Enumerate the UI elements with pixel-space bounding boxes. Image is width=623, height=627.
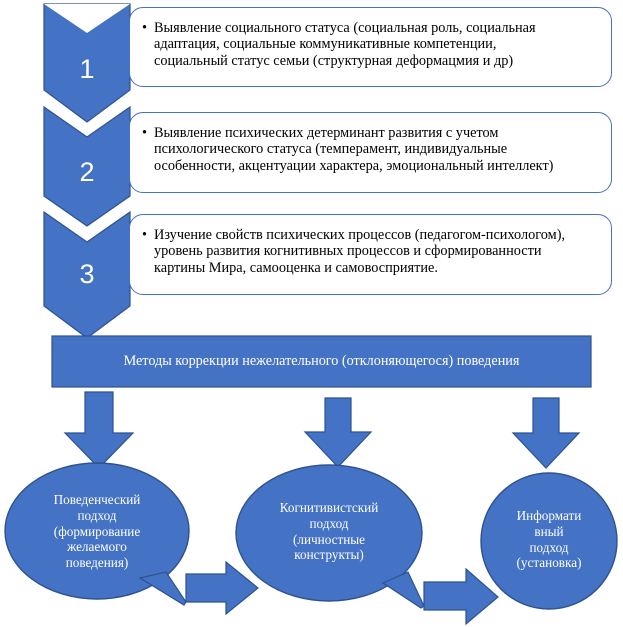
cognitive-approach-text: Когнитивистский подход (личностные конст… bbox=[254, 500, 404, 563]
cognitive-line-4: конструкты) bbox=[294, 547, 364, 563]
step-1-box: • Выявление социального статуса (социаль… bbox=[129, 7, 612, 87]
step-2-number: 2 bbox=[79, 157, 95, 187]
step-1-line-2: адаптация, социальные коммуникативные ко… bbox=[154, 36, 497, 53]
step-2-line-1: Выявление психических детерминант развит… bbox=[154, 125, 499, 141]
step-3-bullet: • bbox=[142, 227, 148, 243]
informative-line-4: (установка) bbox=[516, 555, 582, 571]
step-3-line-3: картины Мира, самооценка и самовосприяти… bbox=[154, 259, 438, 276]
step-3-line-2: уровень развития когнитивных процессов и… bbox=[154, 243, 542, 260]
behavioral-line-2: подход bbox=[77, 507, 117, 523]
right-arrow-2 bbox=[423, 567, 499, 626]
down-arrow-middle bbox=[303, 397, 373, 468]
informative-line-1: Информати bbox=[516, 508, 582, 523]
step-3-number: 3 bbox=[79, 259, 95, 289]
cognitive-line-3: (личностные bbox=[292, 531, 366, 547]
informative-line-3: подход bbox=[529, 539, 569, 555]
step-3-box: • Изучение свойств психических процессов… bbox=[129, 214, 612, 295]
step-3-chevron bbox=[43, 210, 131, 339]
step-1-number: 1 bbox=[79, 54, 95, 84]
down-arrow-right bbox=[511, 397, 581, 469]
behavioral-line-1: Поведенческий bbox=[53, 492, 141, 507]
behavioral-line-3: (формирование bbox=[53, 523, 141, 539]
step-2-line-2: психологического статуса (темперамент, и… bbox=[154, 141, 508, 158]
cognitive-callout-oval bbox=[235, 464, 423, 602]
step-2-bullet: • bbox=[142, 125, 148, 141]
step-3-text: • Изучение свойств психических процессов… bbox=[142, 227, 603, 276]
informative-line-2: вный bbox=[534, 523, 564, 539]
step-1-line-3: социальный статус семьи (структурная деф… bbox=[154, 52, 514, 69]
step-2-text: • Выявление психических детерминант разв… bbox=[142, 125, 603, 174]
step-2-chevron bbox=[43, 105, 131, 227]
down-arrow-left bbox=[63, 391, 135, 469]
step-1-line-1: Выявление социального статуса (социальна… bbox=[154, 20, 536, 36]
step-1-text: • Выявление социального статуса (социаль… bbox=[142, 20, 603, 69]
step-2-line-3: особенности, акцентуации характера, эмоц… bbox=[154, 157, 554, 174]
cognitive-line-1: Когнитивистский bbox=[279, 500, 379, 515]
step-1-chevron-notch bbox=[44, 4, 130, 33]
informative-approach-text: Информати вный подход (установка) bbox=[494, 508, 604, 571]
methods-title: Методы коррекции нежелательного (отклоня… bbox=[123, 353, 520, 369]
methods-bar bbox=[51, 335, 592, 388]
behavioral-line-4: желаемого bbox=[67, 539, 127, 555]
cognitive-line-2: подход bbox=[309, 515, 349, 531]
step-3-line-1: Изучение свойств психических процессов (… bbox=[154, 227, 566, 243]
behavioral-line-5: поведения) bbox=[65, 555, 129, 571]
right-arrow-1 bbox=[185, 560, 259, 616]
step-2-box: • Выявление психических детерминант разв… bbox=[129, 112, 612, 193]
step-1-bullet: • bbox=[142, 20, 148, 36]
behavioral-approach-text: Поведенческий подход (формирование желае… bbox=[22, 492, 172, 571]
informative-callout-oval bbox=[480, 472, 618, 610]
behavioral-callout-oval bbox=[4, 462, 190, 600]
